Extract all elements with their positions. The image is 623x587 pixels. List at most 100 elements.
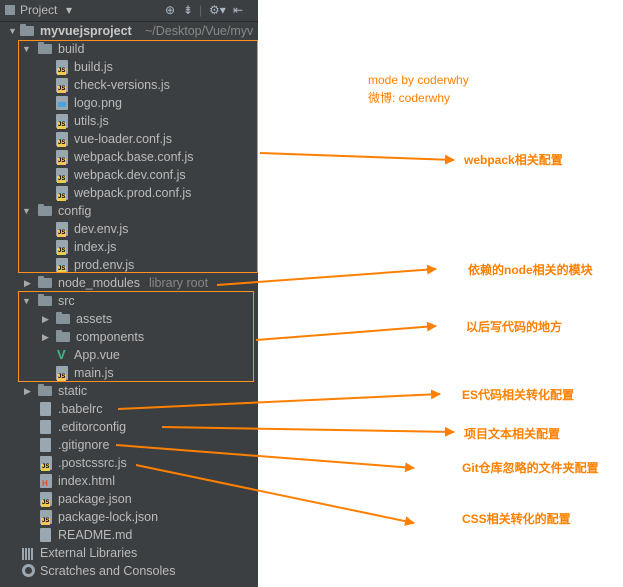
src-highlight-box (18, 291, 254, 382)
expand-arrow-icon[interactable]: ▼ (22, 44, 31, 54)
folder-label: static (58, 384, 88, 398)
tree-row-scratches[interactable]: Scratches and Consoles (0, 562, 258, 580)
annotation-gitignore: Git仓库忽略的文件夹配置 (462, 461, 599, 475)
scratches-label: Scratches and Consoles (40, 564, 176, 578)
tree-row-build[interactable]: ▼ build (0, 40, 258, 58)
expand-arrow-icon[interactable]: ▼ (22, 296, 31, 306)
tree-row-assets[interactable]: ▶ assets (0, 310, 258, 328)
tree-row-file[interactable]: check-versions.js (0, 76, 258, 94)
tree-row-file[interactable]: .editorconfig (0, 418, 258, 436)
author-weibo: 微博: coderwhy (368, 91, 451, 105)
tree-row-external-libraries[interactable]: External Libraries (0, 544, 258, 562)
tree-row-file[interactable]: webpack.dev.conf.js (0, 166, 258, 184)
vue-file-icon: V (57, 347, 66, 362)
js-file-icon (56, 132, 68, 147)
libraries-icon (22, 547, 35, 560)
project-view-title[interactable]: Project (20, 3, 58, 17)
config-file-icon (40, 402, 51, 416)
text-file-icon (40, 438, 51, 452)
arrow-babelrc (117, 389, 441, 410)
folder-label: node_modules (58, 276, 141, 290)
js-file-icon (56, 258, 68, 273)
file-label: build.js (74, 60, 113, 74)
folder-icon (38, 384, 52, 396)
tree-row-file[interactable]: dev.env.js (0, 220, 258, 238)
js-file-icon (56, 114, 68, 129)
js-file-icon (56, 366, 68, 381)
tree-row-file[interactable]: build.js (0, 58, 258, 76)
file-label: index.html (58, 474, 115, 488)
scratches-icon (22, 564, 35, 577)
project-panel: Project ▾ ⊕ ⇟ | ⚙▾ ⇤ ▼ myvuejsproject ~/… (0, 0, 258, 587)
folder-label: config (58, 204, 92, 218)
tree-row-config[interactable]: ▼ config (0, 202, 258, 220)
folder-icon (56, 312, 70, 324)
tree-row-file[interactable]: prod.env.js (0, 256, 258, 274)
js-file-icon (56, 186, 68, 201)
annotation-node-modules: 依赖的node相关的模块 (468, 263, 593, 277)
arrow-gitignore (115, 444, 415, 473)
annotation-postcss: CSS相关转化的配置 (462, 512, 571, 526)
file-label: index.js (74, 240, 117, 254)
chevron-down-icon[interactable]: ▾ (66, 3, 73, 17)
folder-icon (20, 24, 34, 36)
js-file-icon (56, 168, 68, 183)
gear-icon[interactable]: ⚙▾ (209, 3, 226, 17)
tree-row-file[interactable]: logo.png (0, 94, 258, 112)
collapse-icon[interactable]: ⇟ (183, 3, 194, 17)
expand-arrow-icon[interactable]: ▶ (24, 386, 31, 396)
js-file-icon (56, 60, 68, 75)
tree-row-file[interactable]: package-lock.json (0, 508, 258, 526)
file-label: .babelrc (58, 402, 103, 416)
json-file-icon (40, 492, 52, 507)
tree-row-file[interactable]: utils.js (0, 112, 258, 130)
expand-arrow-icon[interactable]: ▼ (8, 26, 17, 36)
tree-row-file[interactable]: vue-loader.conf.js (0, 130, 258, 148)
library-root-tag: library root (149, 276, 209, 290)
file-label: main.js (74, 366, 114, 380)
tree-row-file[interactable]: README.md (0, 526, 258, 544)
file-label: prod.env.js (74, 258, 135, 272)
project-icon (5, 5, 15, 15)
tree-row-file[interactable]: .babelrc (0, 400, 258, 418)
tree-row-file[interactable]: index.js (0, 238, 258, 256)
expand-arrow-icon[interactable]: ▶ (42, 332, 49, 342)
arrow-postcss (135, 464, 415, 527)
file-label: vue-loader.conf.js (74, 132, 172, 146)
tree-row-src[interactable]: ▼ src (0, 292, 258, 310)
tree-row-static[interactable]: ▶ static (0, 382, 258, 400)
expand-arrow-icon[interactable]: ▼ (22, 206, 31, 216)
folder-icon (38, 42, 52, 54)
tree-row-file[interactable]: webpack.prod.conf.js (0, 184, 258, 202)
tree-row-file[interactable]: package.json (0, 490, 258, 508)
expand-arrow-icon[interactable]: ▶ (42, 314, 49, 324)
tree-row-file[interactable]: .postcssrc.js (0, 454, 258, 472)
expand-arrow-icon[interactable]: ▶ (24, 278, 31, 288)
file-label: .editorconfig (58, 420, 127, 434)
arrow-editorconfig (161, 426, 455, 437)
tree-row-file[interactable]: index.html (0, 472, 258, 493)
folder-icon (38, 276, 52, 288)
tree-row-file[interactable]: .gitignore (0, 436, 258, 454)
locate-icon[interactable]: ⊕ (165, 3, 176, 17)
tree-row-components[interactable]: ▶ components (0, 328, 258, 346)
js-file-icon (56, 240, 68, 255)
project-name: myvuejsproject (40, 24, 132, 38)
file-label: package-lock.json (58, 510, 159, 524)
annotation-webpack: webpack相关配置 (464, 153, 563, 167)
folder-label: components (76, 330, 145, 344)
folder-icon (38, 204, 52, 216)
hide-icon[interactable]: ⇤ (233, 3, 244, 17)
tree-row-file[interactable]: main.js (0, 364, 258, 382)
markdown-file-icon (40, 528, 51, 542)
file-label: .gitignore (58, 438, 110, 452)
tree-row-file[interactable]: webpack.base.conf.js (0, 148, 258, 166)
file-label: check-versions.js (74, 78, 170, 92)
file-label: logo.png (74, 96, 122, 110)
file-label: webpack.prod.conf.js (74, 186, 192, 200)
tree-row-node-modules[interactable]: ▶ node_modules library root (0, 274, 258, 292)
html-file-icon (40, 474, 52, 493)
tree-row-project-root[interactable]: ▼ myvuejsproject ~/Desktop/Vue/myv (0, 22, 258, 40)
js-file-icon (56, 78, 68, 93)
